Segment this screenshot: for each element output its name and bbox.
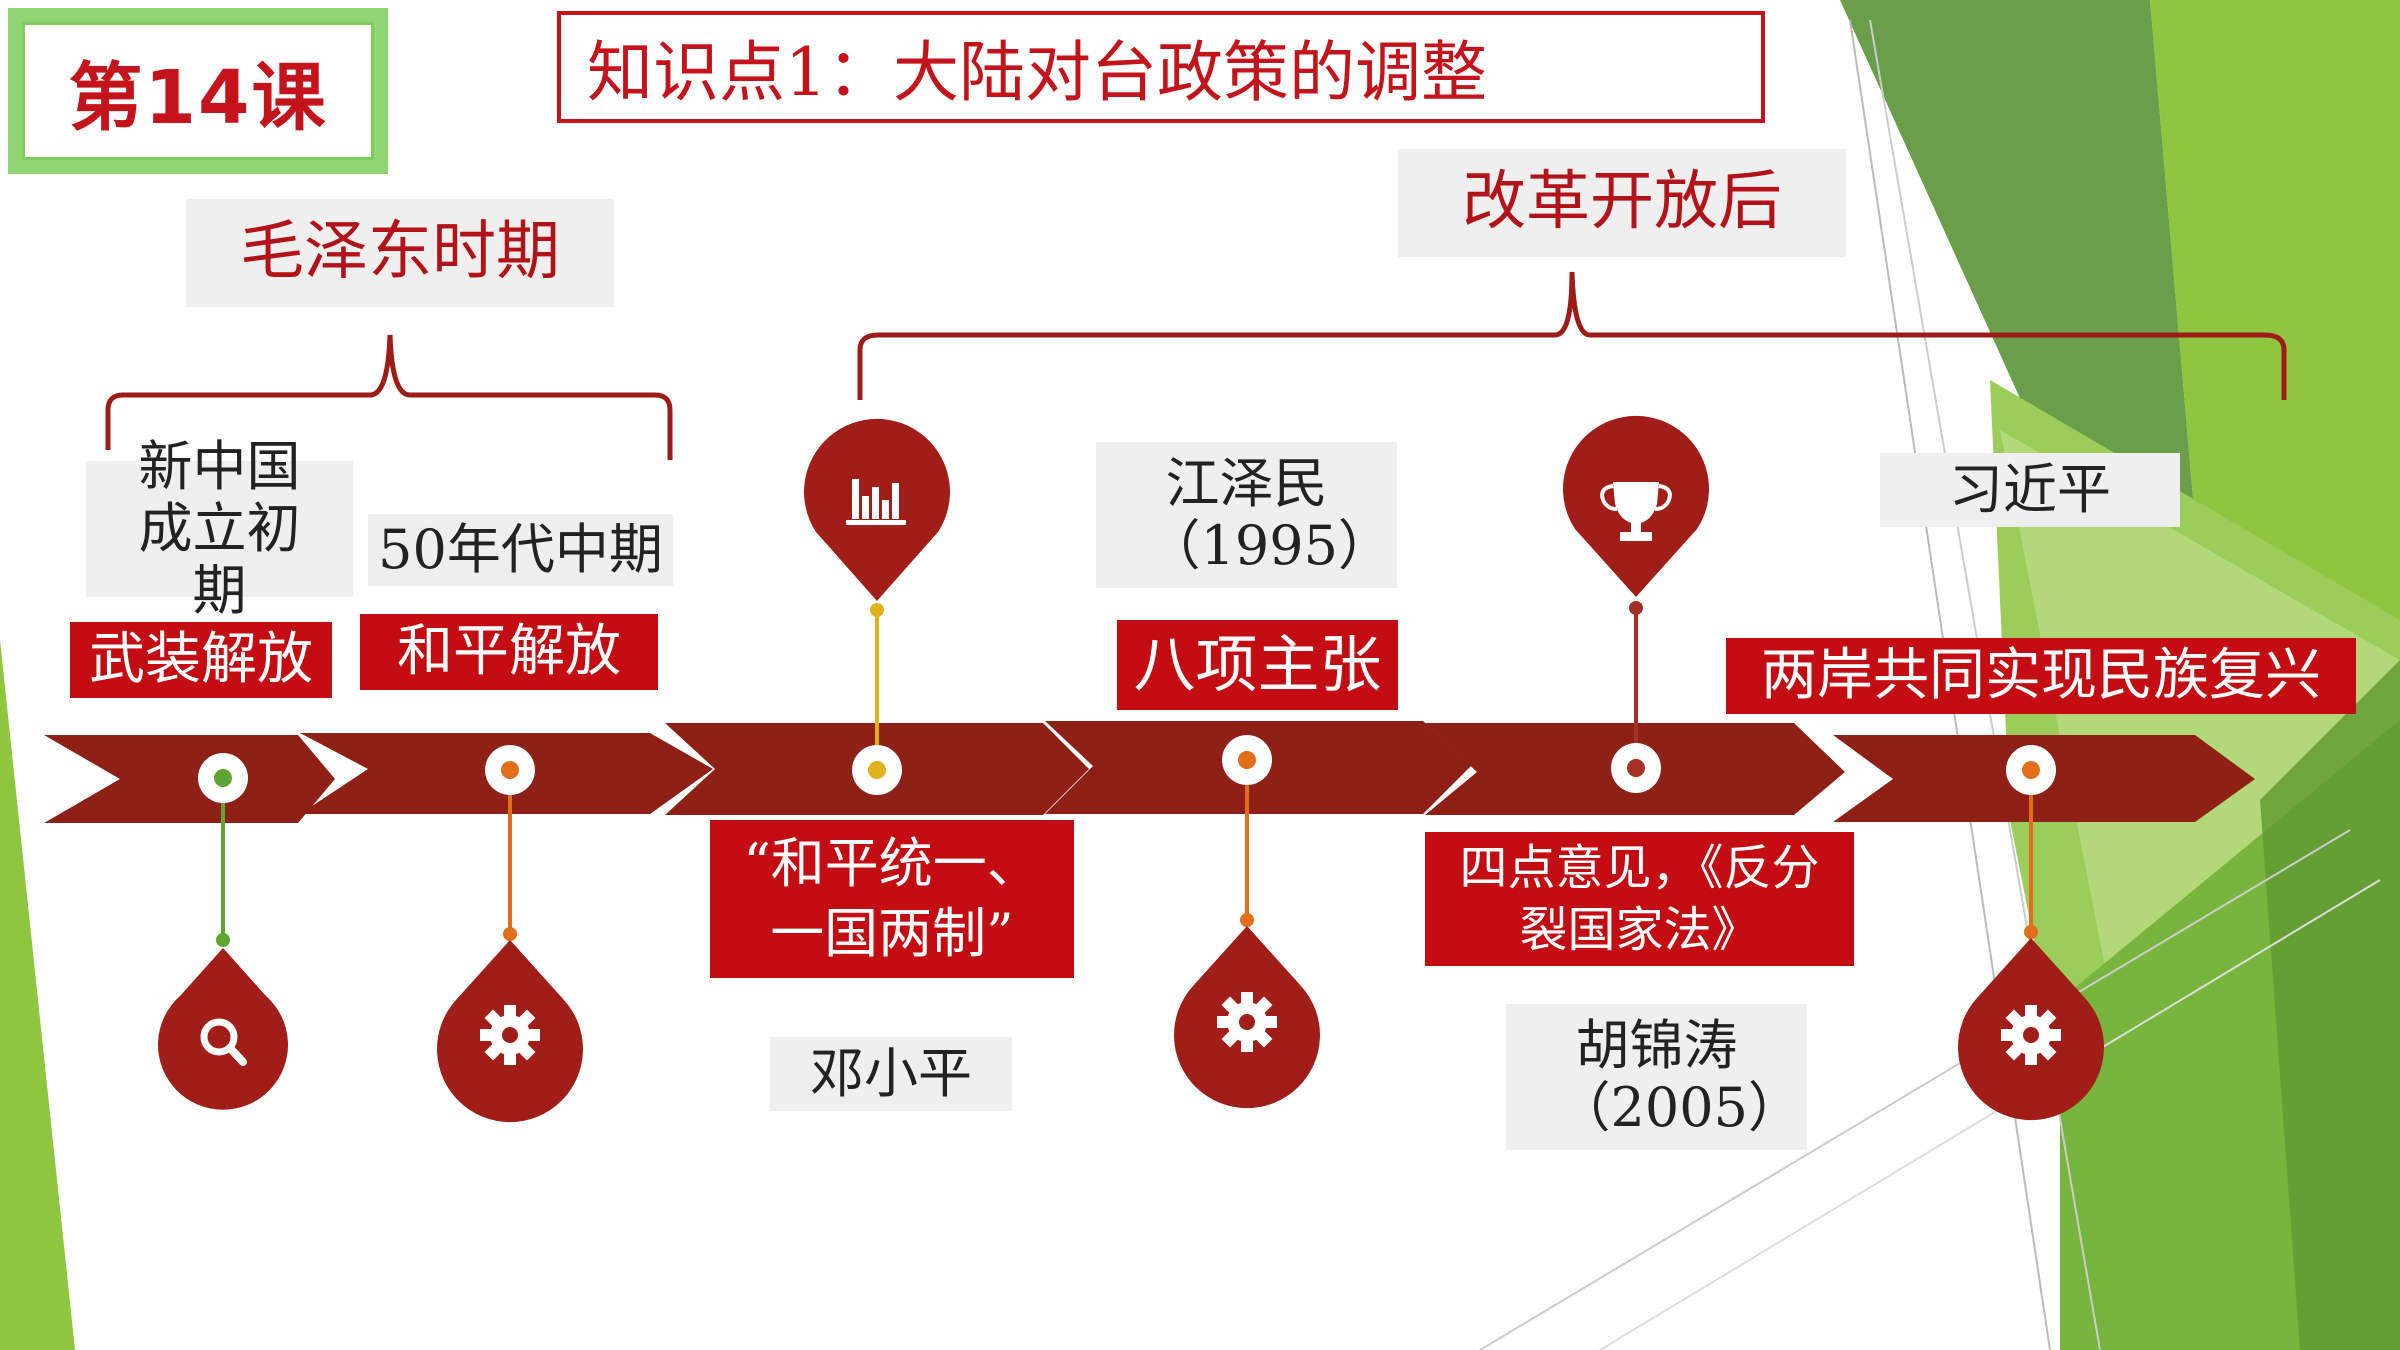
policy-label-armed: 武装解放 (70, 622, 332, 698)
search-icon (157, 948, 288, 1110)
lesson-label: 第14课 (68, 54, 328, 141)
policy-label-eight-points: 八项主张 (1117, 620, 1398, 710)
policy-label-rejuvenation: 两岸共同实现民族复兴 (1726, 638, 2356, 714)
lesson-badge: 第14课 (8, 8, 388, 174)
brace-mao (105, 334, 673, 460)
period-label-jiang: 江泽民（1995） (1096, 442, 1397, 588)
period-label-founding: 新中国成立初期 (86, 435, 353, 622)
chevron-segment (44, 735, 335, 823)
timeline-node (1611, 743, 1661, 793)
brace-reform (857, 271, 2287, 400)
timeline-node (852, 745, 902, 795)
policy-text: “和平统一、一国两制” (743, 831, 1041, 965)
period-text: 江泽民（1995） (1146, 451, 1392, 577)
policy-label-peaceful: 和平解放 (360, 614, 658, 690)
timeline-node (198, 753, 248, 803)
policy-label-four-points: 四点意见，《反分裂国家法》 (1425, 832, 1854, 966)
timeline-node (2006, 745, 2056, 795)
page-title: 知识点1：大陆对台政策的调整 (557, 11, 1765, 123)
policy-text: 四点意见，《反分裂国家法》 (1459, 839, 1820, 958)
period-text: 胡锦涛（2005） (1556, 1013, 1802, 1139)
period-label-deng: 邓小平 (770, 1037, 1012, 1111)
period-text: 新中国成立初期 (138, 434, 301, 623)
timeline-node (1222, 735, 1272, 785)
trophy-icon (1563, 415, 1709, 597)
period-label-fifties: 50年代中期 (368, 514, 673, 586)
period-label-hu: 胡锦涛（2005） (1506, 1004, 1807, 1150)
policy-label-one-country: “和平统一、一国两制” (710, 820, 1074, 978)
period-label-xi: 习近平 (1880, 453, 2180, 527)
era-label-reform: 改革开放后 (1398, 149, 1846, 257)
era-label-mao: 毛泽东时期 (186, 199, 614, 307)
timeline-node (485, 745, 535, 795)
bar-chart-icon (803, 418, 951, 601)
